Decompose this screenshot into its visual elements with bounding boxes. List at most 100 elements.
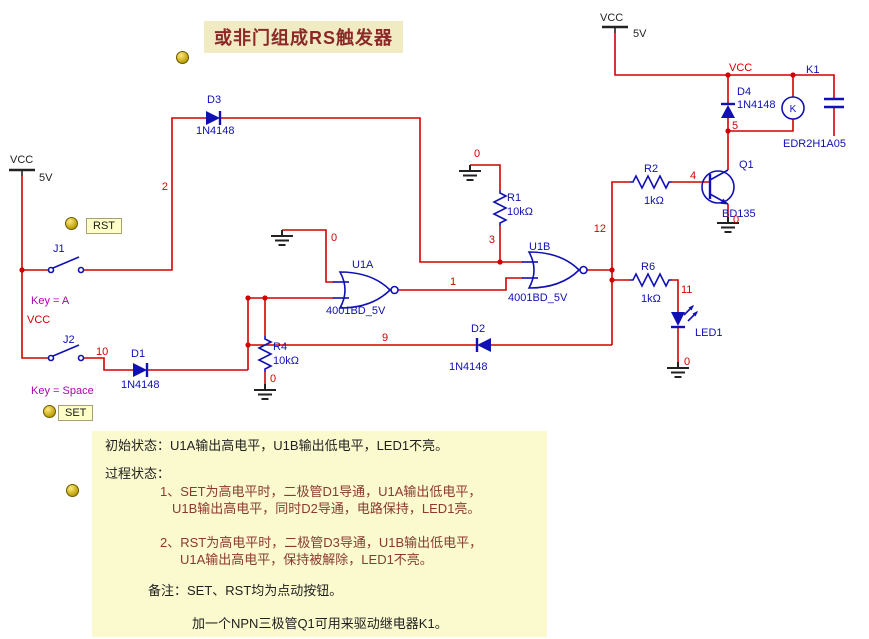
u1b-ref-label: U1B: [529, 241, 550, 253]
q1-body-circle: [701, 170, 735, 204]
net-label-1: 1: [450, 276, 456, 288]
wire-r6-right[interactable]: [672, 279, 679, 312]
diode-d4[interactable]: D4 1N4148: [721, 86, 776, 118]
ground-shape: [271, 230, 293, 246]
note-line: 过程状态：: [105, 466, 171, 481]
j1-terminal: [77, 266, 85, 274]
wire-u1a-gnd-input[interactable]: [282, 229, 334, 283]
ground-symbol[interactable]: [459, 165, 481, 181]
ground-shape: [254, 384, 276, 400]
k1-coil-letter: K: [790, 104, 797, 115]
net-label-0: 0: [474, 148, 480, 160]
d1-diode-shape: [133, 363, 147, 377]
ground-symbol[interactable]: [254, 384, 276, 400]
k1-coil-circle: [781, 96, 805, 120]
ground-shape: [667, 362, 689, 378]
j2-arm: [52, 344, 80, 357]
d1-ref-label: D1: [131, 348, 145, 360]
diode-d2[interactable]: D2 1N4148: [449, 323, 491, 373]
net-label-0: 0: [331, 232, 337, 244]
transistor-q1[interactable]: Q1 BD135: [701, 159, 756, 220]
note-line: 加一个NPN三极管Q1可用来驱动继电器K1。: [192, 616, 448, 631]
r6-value-label: 1kΩ: [641, 293, 661, 305]
led1-emission-arrowhead: [692, 311, 698, 317]
net-label-12: 12: [594, 223, 606, 235]
net-label-4: 4: [690, 170, 696, 182]
k1-ref-label: K1: [806, 64, 819, 76]
comment-pin-icon[interactable]: [176, 51, 189, 64]
net-label-0: 0: [684, 356, 690, 368]
wire-vcc-left-rail[interactable]: [21, 176, 48, 359]
ground-shape: [459, 165, 481, 181]
led-led1[interactable]: LED1: [671, 305, 723, 339]
wire-r1-top[interactable]: [470, 164, 501, 190]
nor-gate-u1a[interactable]: U1A 4001BD_5V: [326, 259, 399, 317]
ground-symbol[interactable]: [717, 217, 739, 233]
switch-j1[interactable]: J1 Key = A: [31, 243, 85, 307]
circuit-wires[interactable]: [21, 33, 835, 384]
resistor-r6[interactable]: R6 1kΩ: [630, 261, 672, 305]
ground-symbol[interactable]: [667, 362, 689, 378]
wire-d1-left[interactable]: [84, 357, 133, 371]
junction-dot: [245, 342, 251, 348]
vcc-symbol-left[interactable]: VCC 5V: [9, 154, 53, 184]
junction-dot: [725, 72, 731, 78]
set-annotation-badge[interactable]: SET: [58, 405, 94, 421]
note-line: 1、SET为高电平时，二极管D1导通，U1A输出低电平，: [160, 484, 482, 499]
junction-dot: [19, 267, 25, 273]
ground-symbol[interactable]: [271, 230, 293, 246]
r1-resistor-shape: [492, 190, 508, 226]
junction-dot: [609, 267, 615, 273]
note-line: U1B输出高电平，同时D2导通，电路保持，LED1亮。: [172, 501, 481, 516]
r1-value-label: 10kΩ: [507, 206, 533, 218]
junction-dots: [19, 72, 796, 348]
r1-ref-label: R1: [507, 192, 521, 204]
notes-panel[interactable]: 初始状态：U1A输出高电平，U1B输出低电平，LED1不亮。 过程状态： 1、S…: [92, 431, 547, 637]
d2-part-label: 1N4148: [449, 361, 488, 373]
note-line: 2、RST为高电平时，二极管D3导通，U1B输出低电平，: [160, 535, 483, 550]
vcc-symbol-top[interactable]: VCC 5V: [600, 12, 647, 40]
comment-pin-icon[interactable]: [65, 217, 78, 230]
diode-d1[interactable]: D1 1N4148: [121, 348, 160, 391]
j1-key-label: Key = A: [31, 295, 70, 307]
switch-j2[interactable]: J2 Key = Space: [31, 334, 94, 397]
j1-terminal: [47, 266, 55, 274]
r6-ref-label: R6: [641, 261, 655, 273]
note-line: 备注：SET、RST均为点动按钮。: [148, 583, 343, 598]
rst-annotation-badge[interactable]: RST: [86, 218, 122, 234]
wire-net3[interactable]: [221, 117, 523, 263]
wire-net2[interactable]: [84, 117, 206, 271]
diode-d3[interactable]: D3 1N4148: [196, 94, 235, 137]
net-label-3: 3: [489, 234, 495, 246]
net-label-0: 0: [733, 214, 739, 226]
net-label-5: 5: [732, 120, 738, 132]
d4-ref-label: D4: [737, 86, 751, 98]
r4-resistor-shape: [257, 336, 273, 372]
resistor-r4[interactable]: R4 10kΩ: [257, 336, 299, 372]
wire-net1[interactable]: [398, 277, 523, 291]
wire-net12-column[interactable]: [611, 181, 630, 345]
d3-ref-label: D3: [207, 94, 221, 106]
u1a-invert-bubble: [390, 285, 399, 295]
comment-pin-icon[interactable]: [66, 484, 79, 497]
u1b-gate-shape: [527, 251, 581, 289]
net-label-11: 11: [681, 284, 692, 296]
wire-coil-bottom[interactable]: [728, 119, 794, 132]
u1b-part-label: 4001BD_5V: [508, 292, 568, 304]
nor-gate-u1b[interactable]: U1B 4001BD_5V: [508, 241, 588, 304]
d2-ref-label: D2: [471, 323, 485, 335]
junction-dot: [262, 295, 268, 301]
u1b-invert-bubble: [579, 265, 588, 275]
led1-emission-arrowhead: [688, 305, 694, 311]
resistor-r2[interactable]: R2 1kΩ: [630, 163, 672, 207]
comment-pin-icon[interactable]: [43, 405, 56, 418]
r4-ref-label: R4: [273, 341, 287, 353]
wire-vcc-top-rail[interactable]: [614, 33, 835, 99]
net-label-vcc: VCC: [27, 314, 50, 326]
resistor-r1[interactable]: R1 10kΩ: [492, 190, 533, 226]
j2-ref-label: J2: [63, 334, 75, 346]
schematic-title[interactable]: 或非门组成RS触发器: [204, 21, 404, 53]
d3-diode-shape: [206, 111, 220, 125]
relay-k1[interactable]: K K1 EDR2H1A05: [781, 64, 846, 150]
